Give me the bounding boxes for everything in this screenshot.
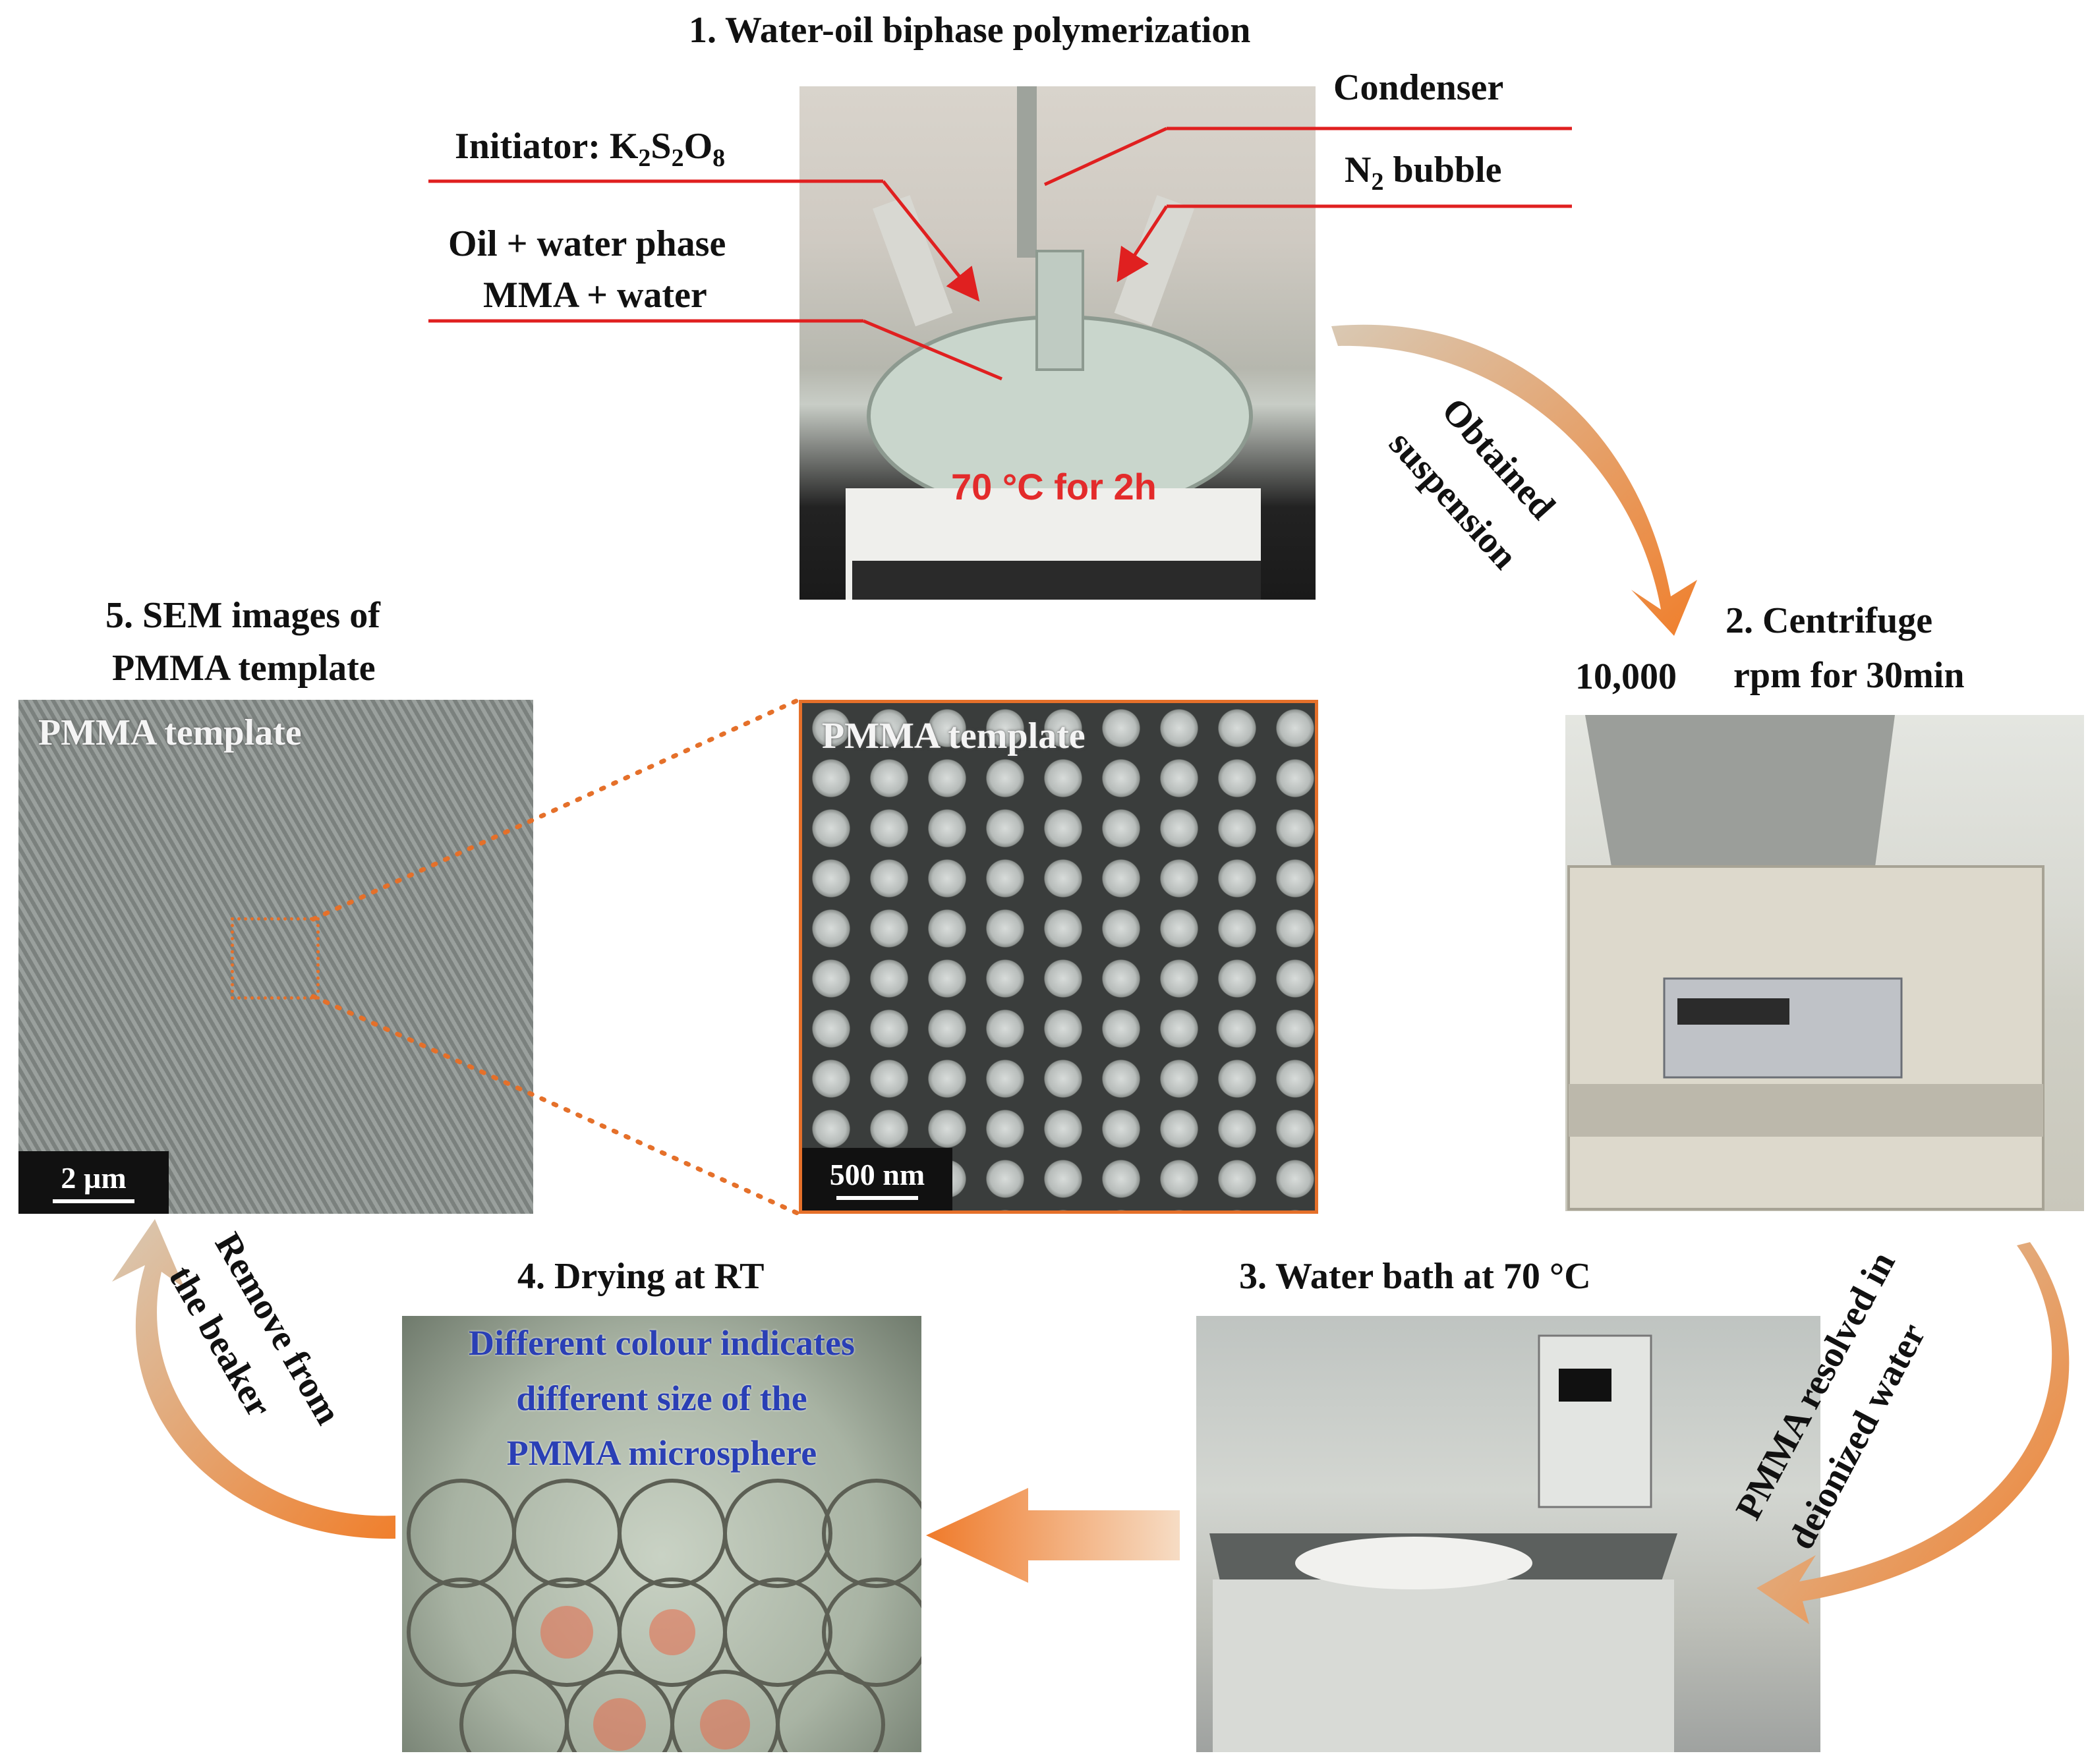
initiator-arrow: [882, 180, 980, 302]
zoom-line-top: [310, 697, 801, 922]
arrow-remove-from-beaker: [112, 1219, 395, 1539]
step5-heading-line1: 5. SEM images of: [105, 595, 380, 636]
initiator-sub3: 8: [712, 144, 726, 173]
reaction-flask-photo: 70 °C for 2h: [799, 86, 1316, 600]
sem-left-title: PMMA template: [38, 712, 302, 753]
water-bath-illustration: [1209, 1334, 1677, 1752]
annotation-lines: [428, 127, 1572, 381]
drying-caption-line3: PMMA microsphere: [506, 1433, 817, 1473]
centrifuge-photo: [1565, 715, 2084, 1211]
drying-caption-line1: Different colour indicates: [469, 1323, 855, 1363]
initiator-sub2: 2: [671, 144, 684, 173]
sem-right-title: PMMA template: [822, 716, 1086, 756]
zoom-line-bottom: [310, 994, 801, 1216]
rpm-value-box: 10,000: [1565, 649, 1730, 718]
initiator-s: S: [651, 126, 672, 167]
scale-bar-500nm-label: 500 nm: [829, 1158, 925, 1191]
scale-bar-2um-label: 2 µm: [61, 1161, 127, 1195]
step3-heading: 3. Water bath at 70 °C: [1239, 1256, 1591, 1297]
initiator-prefix: Initiator: K: [455, 126, 639, 167]
scale-bar-2um: 2 µm: [18, 1151, 169, 1214]
condenser-pointer: [1043, 127, 1168, 186]
n2-arrow: [1116, 205, 1169, 283]
rpm-value: 10,000: [1575, 656, 1677, 697]
drying-beakers-photo: Different colour indicates different siz…: [402, 1316, 921, 1752]
initiator-sub1: 2: [638, 144, 651, 173]
mma-pointer: [863, 319, 1002, 381]
scale-bar-500nm: 500 nm: [802, 1148, 952, 1210]
arrow-bath-to-drying: [926, 1488, 1180, 1583]
rpm-duration-label: rpm for 30min: [1733, 655, 1965, 696]
water-bath-photo: [1196, 1316, 1820, 1752]
centrifuge-illustration: [1567, 715, 2044, 1210]
condenser-label: Condenser: [1333, 67, 1504, 108]
arrow-pmma-resolved: [1756, 1242, 2070, 1624]
initiator-o: O: [683, 126, 713, 167]
zoom-lines: [310, 697, 801, 1216]
n2-main: N: [1345, 150, 1372, 190]
initiator-label: Initiator: K2S2O8: [455, 126, 726, 173]
step1-heading: 1. Water-oil biphase polymerization: [689, 10, 1251, 51]
flask-illustration: [846, 86, 1261, 600]
mma-water-label: MMA + water: [483, 275, 707, 316]
oil-water-phase-label: Oil + water phase: [448, 223, 726, 264]
zoom-region-box: [231, 917, 320, 1000]
temperature-time-label: 70 °C for 2h: [951, 466, 1157, 507]
drying-caption-line2: different size of the: [516, 1378, 807, 1418]
step4-heading: 4. Drying at RT: [517, 1256, 765, 1297]
sem-image-high-mag: PMMA template 500 nm: [799, 700, 1318, 1214]
sem-image-low-mag: PMMA template 2 µm: [18, 700, 533, 1214]
n2-bubble-label: N2 bubble: [1345, 150, 1501, 196]
drying-caption: Different colour indicates different siz…: [402, 1316, 921, 1481]
step5-heading-line2: PMMA template: [112, 648, 376, 689]
arrow-obtained-suspension: [1331, 324, 1697, 636]
step2-heading: 2. Centrifuge: [1726, 600, 1933, 641]
n2-sub: 2: [1371, 168, 1384, 196]
n2-rest: bubble: [1383, 150, 1502, 190]
beakers-illustration: [407, 1479, 921, 1752]
